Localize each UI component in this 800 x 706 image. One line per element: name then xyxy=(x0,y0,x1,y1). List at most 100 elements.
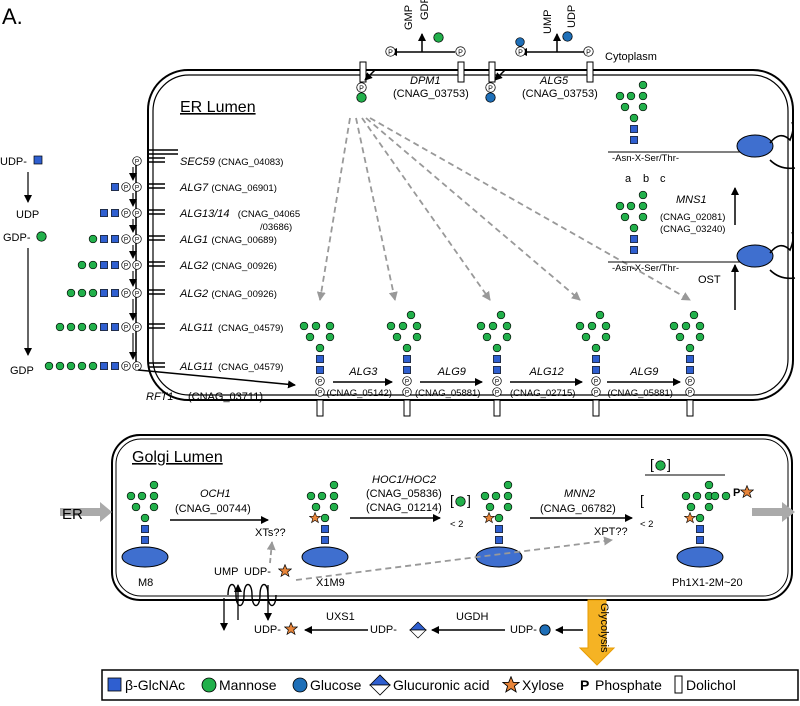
och1-name: OCH1 xyxy=(200,488,231,500)
dolichol-rect-icon xyxy=(674,675,683,694)
dolichol-icon xyxy=(316,399,324,417)
glcnac-square-icon xyxy=(100,289,108,297)
mannose-icon xyxy=(638,201,648,211)
golgi-membrane-outer xyxy=(111,434,793,601)
mnn2-id: (CNAG_06782) xyxy=(540,503,616,515)
phosphate-icon xyxy=(492,376,502,386)
glucose-icon xyxy=(485,92,496,103)
assembly-step: ALG11(CNAG_04579) xyxy=(44,361,283,373)
mannose-icon xyxy=(480,491,490,501)
mannose-icon xyxy=(433,32,444,43)
glycolysis-arrow xyxy=(578,599,616,666)
phosphate-icon xyxy=(315,376,325,386)
step-id2: /03686) xyxy=(260,222,292,233)
phosphate-icon xyxy=(132,182,142,192)
glcnac-square-icon xyxy=(630,235,638,243)
phosphate-icon xyxy=(121,322,131,332)
legend-glucuronic: Glucuronic acid xyxy=(393,677,490,693)
phosphate-icon xyxy=(121,182,131,192)
mannose-icon xyxy=(149,502,159,512)
svg-text:[: [ xyxy=(450,492,454,508)
er-lumen-label: ER Lumen xyxy=(180,99,256,116)
phosphate-icon xyxy=(121,288,131,298)
glucose-icon xyxy=(562,31,573,42)
phosphate-icon xyxy=(685,376,695,386)
glucose-icon xyxy=(515,37,525,47)
mannose-icon xyxy=(620,212,630,222)
phosphate-p-icon: P xyxy=(580,677,589,693)
uxs1-label: UXS1 xyxy=(326,611,355,623)
alg5-name: ALG5 xyxy=(539,75,569,87)
assembly-step: ALG13/14(CNAG_04065/03686) xyxy=(100,208,300,233)
xylose-star-icon xyxy=(278,564,292,577)
svg-text:]: ] xyxy=(667,456,671,472)
phosphate-icon xyxy=(121,361,131,371)
phosphate-icon xyxy=(455,46,466,57)
protein-icon xyxy=(301,546,349,568)
glcnac-square-icon xyxy=(100,362,108,370)
svg-text:[: [ xyxy=(640,492,644,508)
dolichol-icon xyxy=(457,61,465,83)
mannose-icon xyxy=(710,491,720,501)
er-input-arrow xyxy=(60,502,112,522)
mannose-icon xyxy=(392,332,402,342)
glcnac-square-icon xyxy=(495,536,503,544)
mannose-icon xyxy=(320,513,330,523)
mannose-icon xyxy=(77,322,87,332)
phosphate-icon xyxy=(492,387,502,397)
phosphate-icon xyxy=(121,234,131,244)
udp-xylose-synthesis: UDP- UXS1 UDP- UGDH UDP- Glycolysis xyxy=(220,583,616,666)
mannose-icon xyxy=(406,310,416,320)
mannose-icon xyxy=(669,321,679,331)
mannose-icon xyxy=(615,91,625,101)
mannose-icon xyxy=(88,322,98,332)
mannose-icon xyxy=(88,288,98,298)
phosphate-icon xyxy=(132,322,142,332)
glcnac-square-icon xyxy=(686,366,694,374)
lumen-step-id: (CNAG_02715) xyxy=(510,388,575,399)
mannose-icon xyxy=(629,113,639,123)
mannose-icon xyxy=(412,332,422,342)
glcnac-square-icon xyxy=(630,125,638,133)
er-label: ER xyxy=(62,506,83,523)
udp-label: UDP- xyxy=(370,624,397,636)
glcnac-square-icon xyxy=(111,323,119,331)
glcnac-square-icon xyxy=(686,355,694,363)
mns1-name: MNS1 xyxy=(676,194,707,206)
mannose-icon xyxy=(36,231,47,242)
asn-motif: -Asn-X-Ser/Thr- xyxy=(612,263,679,274)
hoc-id2: (CNAG_01214) xyxy=(366,502,442,514)
mannose-icon xyxy=(77,361,87,371)
dolichol-icon xyxy=(586,61,594,83)
mannose-icon xyxy=(686,502,696,512)
mannose-icon xyxy=(626,91,636,101)
mannose-icon xyxy=(77,288,87,298)
mannose-icon xyxy=(88,234,98,244)
lt2-label: < 2 xyxy=(450,519,463,530)
golgi-lumen-label: Golgi Lumen xyxy=(132,449,223,466)
phosphate-icon xyxy=(591,376,601,386)
glcnac-square-icon xyxy=(495,525,503,533)
mannose-icon xyxy=(482,332,492,342)
mnn2-name: MNN2 xyxy=(564,488,595,500)
legend-mannose: Mannose xyxy=(219,677,277,693)
assembly-step: SEC59(CNAG_04083) xyxy=(129,156,283,181)
phosphate-icon xyxy=(485,82,496,93)
udp-label: UDP xyxy=(16,209,39,221)
protein-icon xyxy=(475,546,523,568)
mannose-icon xyxy=(629,223,639,233)
glcnac-square-icon xyxy=(403,355,411,363)
mannose-icon xyxy=(140,513,150,523)
mannose-icon xyxy=(488,321,498,331)
golgi-exit-arrow xyxy=(752,502,795,522)
mannose-icon xyxy=(299,321,309,331)
mannose-icon xyxy=(311,321,321,331)
legend-glcnac: β-GlcNAc xyxy=(125,677,185,693)
mannose-icon xyxy=(502,332,512,342)
glcnac-square-icon xyxy=(107,677,122,692)
golgi-membrane-inner xyxy=(115,438,789,597)
mannose-icon xyxy=(503,480,513,490)
lumen-step-name: ALG12 xyxy=(529,366,564,378)
phosphate-icon xyxy=(685,387,695,397)
